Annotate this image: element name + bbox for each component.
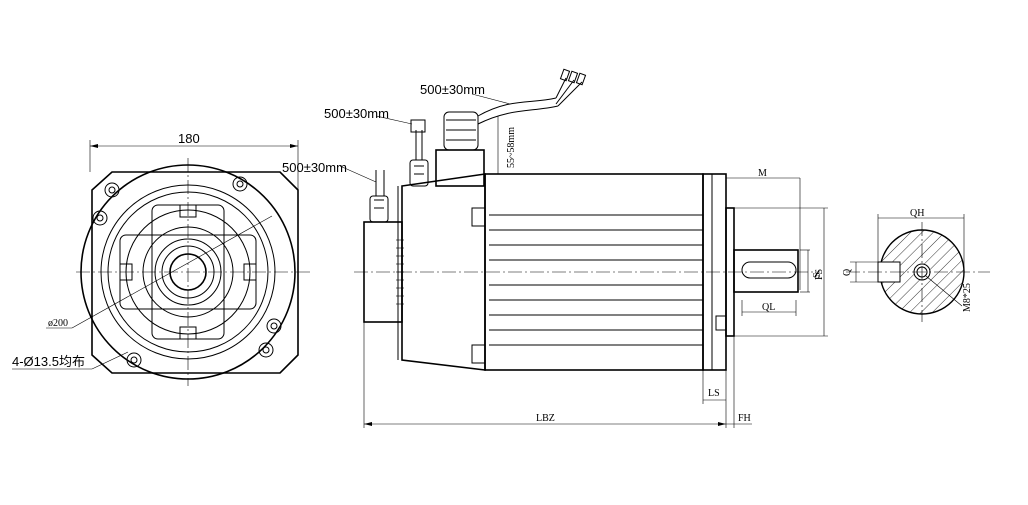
- cable-2-length: 500±30mm: [324, 106, 389, 121]
- dim-m: M: [758, 168, 767, 179]
- dim-fh: FH: [738, 413, 751, 424]
- body-fins: [489, 214, 703, 346]
- width-dimension: 180: [178, 131, 200, 146]
- front-view: 180 ø200 4-Ø13.5均布: [12, 131, 312, 386]
- mounting-hole-tr: [232, 176, 248, 192]
- shaft: [733, 249, 799, 293]
- cable-3-length: 500±30mm: [282, 160, 347, 175]
- cable-2: 500±30mm: [324, 106, 429, 187]
- dim-ls: LS: [708, 388, 720, 399]
- dim-fs: FS: [814, 269, 825, 280]
- dim-s: S: [812, 272, 823, 278]
- shaft-section: QH Q M8*25: [842, 208, 990, 322]
- holes-note: 4-Ø13.5均布: [12, 354, 85, 369]
- mounting-hole-br: [258, 342, 274, 358]
- mounting-hole-tl: [104, 182, 120, 198]
- mounting-hole-ml: [92, 210, 108, 226]
- mounting-hole-mr: [266, 318, 282, 334]
- pcd-dimension: ø200: [48, 318, 68, 329]
- dim-lbz: LBZ: [536, 413, 555, 424]
- keyway: [741, 261, 797, 279]
- cable-1: 500±30mm 55~58mm: [420, 68, 587, 174]
- dim-qh: QH: [910, 208, 924, 219]
- dim-ql: QL: [762, 302, 775, 313]
- mounting-hole-bl: [126, 352, 142, 368]
- thread-note: M8*25: [962, 283, 973, 312]
- cable-3: 500±30mm: [282, 160, 389, 223]
- dim-q: Q: [842, 268, 853, 276]
- side-view: 500±30mm 500±30mm 500±30mm: [282, 68, 828, 428]
- cable-1-length: 500±30mm: [420, 82, 485, 97]
- connector-height: 55~58mm: [506, 127, 517, 168]
- flange-outline: [91, 171, 299, 374]
